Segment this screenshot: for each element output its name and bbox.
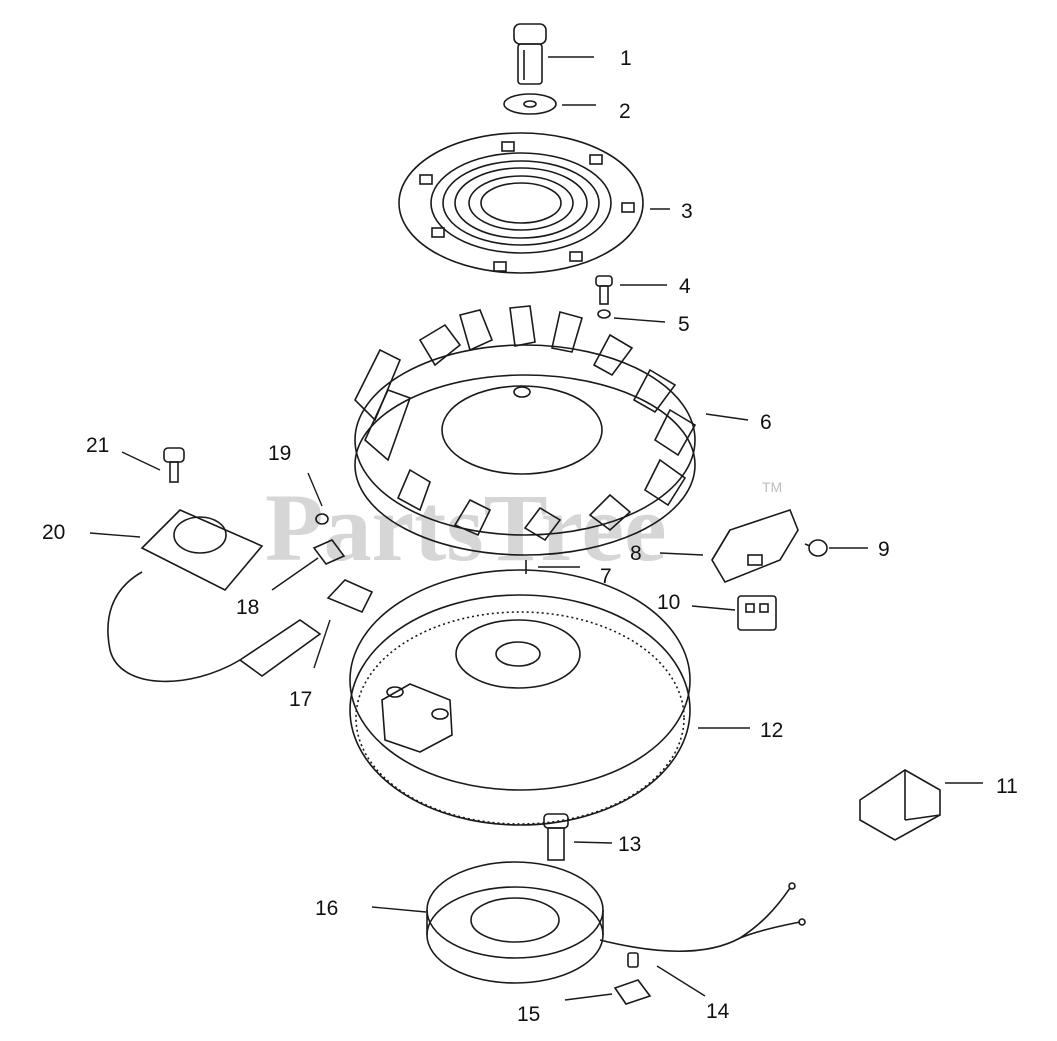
callout-18: 18	[236, 596, 259, 619]
part-13-bolt[interactable]	[543, 813, 569, 861]
callout-1: 1	[620, 47, 632, 70]
callout-9: 9	[878, 538, 890, 561]
part-4-screw[interactable]	[595, 275, 613, 305]
callout-6: 6	[760, 411, 772, 434]
part-15-bracket[interactable]	[613, 952, 652, 1005]
part-18-clip[interactable]	[312, 539, 346, 565]
callout-labels: 1 2 3 4 5 6 7 8 9 10 11 12 13 14 15 16 1…	[42, 47, 1018, 1026]
part-1-bolt[interactable]	[513, 23, 547, 85]
part-5-lock-washer[interactable]	[597, 309, 611, 319]
part-16-stator[interactable]	[426, 861, 604, 984]
watermark-text: PartsTree	[265, 474, 667, 581]
part-8-regulator[interactable]	[711, 509, 799, 583]
part-2-washer[interactable]	[503, 93, 557, 115]
part-14-lead-wires[interactable]	[599, 882, 806, 952]
watermark: PartsTree TM	[265, 474, 782, 581]
part-17-spark-plug-boot[interactable]	[238, 579, 374, 677]
part-10-connector[interactable]	[737, 595, 777, 631]
callout-3: 3	[681, 200, 693, 223]
callout-12: 12	[760, 719, 783, 742]
callout-11: 11	[996, 775, 1018, 798]
part-20-ignition-module[interactable]	[107, 509, 264, 683]
leader-lines	[89, 56, 983, 1001]
part-9-screw[interactable]	[804, 539, 828, 557]
part-19-screw[interactable]	[315, 513, 329, 525]
part-12-flywheel[interactable]	[349, 569, 691, 826]
watermark-tm: TM	[762, 479, 782, 495]
callout-15: 15	[517, 1003, 540, 1026]
callout-17: 17	[289, 688, 312, 711]
part-6-fan[interactable]	[354, 305, 697, 556]
callout-10: 10	[657, 591, 680, 614]
callout-20: 20	[42, 521, 65, 544]
callout-14: 14	[706, 1000, 730, 1023]
callout-4: 4	[679, 275, 691, 298]
callout-21: 21	[86, 434, 109, 457]
callout-8: 8	[630, 542, 642, 565]
callout-13: 13	[618, 833, 641, 856]
callout-19: 19	[268, 442, 291, 465]
part-21-screw[interactable]	[163, 447, 185, 483]
part-3-rotating-screen[interactable]	[398, 132, 644, 274]
callout-7: 7	[600, 565, 612, 588]
callout-2: 2	[619, 100, 631, 123]
part-11-rectifier[interactable]	[859, 769, 941, 841]
callout-5: 5	[678, 313, 690, 336]
callout-16: 16	[315, 897, 338, 920]
